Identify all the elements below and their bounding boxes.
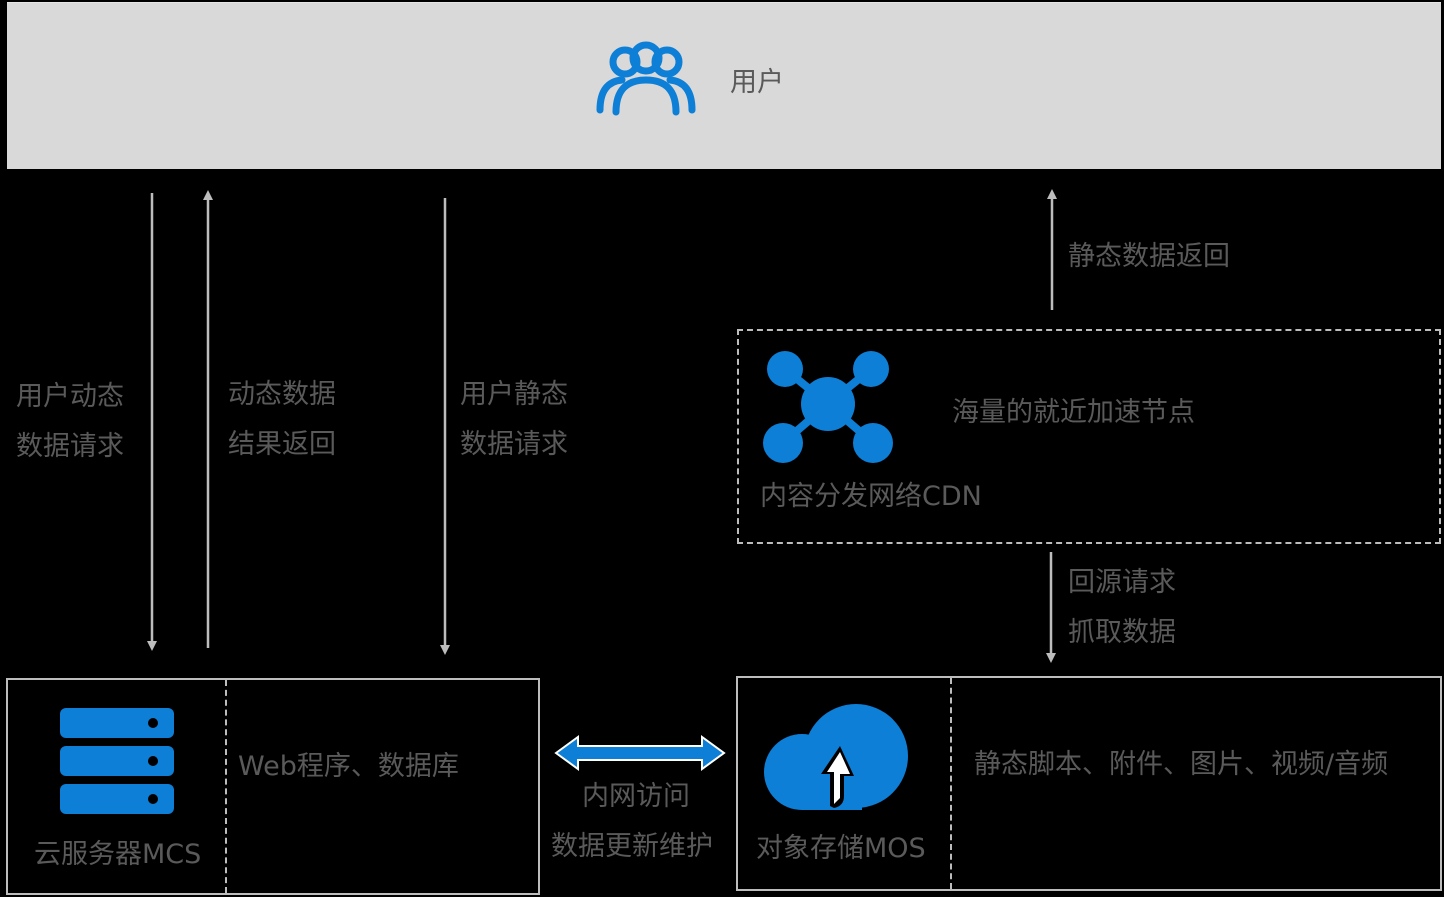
mcs-divider [225,680,227,893]
cdn-box [737,329,1441,544]
intranet-label-line2: 数据更新维护 [551,831,713,862]
intranet-label-line1: 内网访问 [582,781,690,812]
cdn-title: 内容分发网络CDN [760,481,982,512]
mos-divider [950,678,952,889]
static-return-label: 静态数据返回 [1068,241,1230,272]
user-bar [7,2,1441,169]
user-label: 用户 [730,67,784,98]
static-request-label-line2: 数据请求 [460,429,568,460]
mos-box [736,676,1442,891]
intranet-double-arrow [554,735,726,771]
cdn-description: 海量的就近加速节点 [952,397,1195,428]
mcs-title: 云服务器MCS [34,839,202,870]
mos-title: 对象存储MOS [756,833,926,864]
static-request-label-line1: 用户静态 [460,379,568,410]
mcs-box [6,678,540,895]
origin-fetch-label-line2: 抓取数据 [1068,617,1176,648]
dynamic-return-label-line1: 动态数据 [228,379,336,410]
origin-fetch-label-line1: 回源请求 [1068,567,1176,598]
dynamic-request-label-line1: 用户动态 [16,381,124,412]
users-icon [596,41,696,116]
network-hub-icon [763,351,893,463]
dynamic-return-label-line2: 结果返回 [228,429,336,460]
dynamic-request-label-line2: 数据请求 [16,431,124,462]
server-stack-icon [60,708,174,814]
mos-content: 静态脚本、附件、图片、视频/音频 [974,749,1389,780]
mcs-content: Web程序、数据库 [238,751,459,782]
cloud-upload-icon [764,704,908,810]
